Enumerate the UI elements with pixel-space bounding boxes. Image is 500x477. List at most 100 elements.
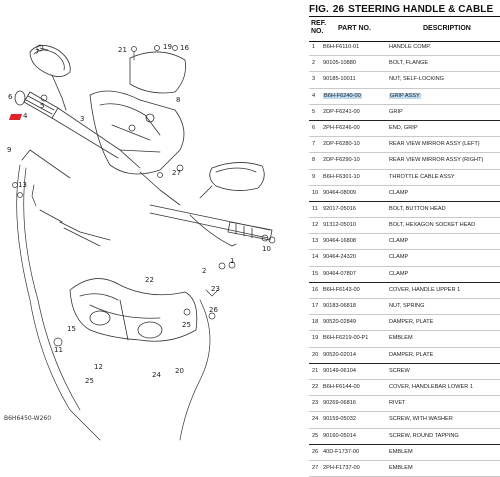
ref-no-cell: 1 [312, 44, 316, 50]
part-no-cell: 90464-08009 [323, 189, 356, 196]
figure-number: 26 [332, 4, 345, 15]
callout-20[interactable]: 20 [175, 367, 184, 375]
ref-no-cell: 11 [312, 205, 318, 212]
callout-27[interactable]: 27 [172, 169, 181, 177]
ref-no-cell: 9 [312, 173, 316, 180]
description-cell: REAR VIEW MIRROR ASSY (RIGHT) [389, 157, 484, 164]
description-cell: CLAMP [389, 189, 409, 196]
ref-no-cell: 6 [312, 124, 316, 131]
part-no-cell: 90149-06104 [323, 367, 356, 374]
callout-15[interactable]: 15 [67, 325, 76, 333]
part-no-cell: 2DP-F6290-10 [323, 157, 360, 164]
callout-16[interactable]: 16 [180, 44, 189, 52]
part-no-cell: 90464-16808 [323, 238, 356, 245]
callout-25[interactable]: 25 [182, 321, 191, 329]
ref-no-cell: 20 [312, 351, 319, 358]
description-cell: BOLT, FLANGE [389, 60, 429, 67]
table-row[interactable]: 6 2PH-F6246-00 END, GRIP [309, 121, 500, 138]
description-cell: END, GRIP [389, 124, 418, 131]
ref-no-cell: 14 [312, 254, 319, 261]
ref-no-cell: 27 [312, 464, 319, 471]
callout-23[interactable]: 23 [211, 285, 220, 293]
ref-no-cell: 8 [312, 157, 316, 164]
callout-2[interactable]: 2 [202, 267, 207, 275]
callout-3[interactable]: 3 [80, 115, 85, 123]
current-part-marker [8, 114, 23, 120]
callout-19[interactable]: 19 [163, 43, 172, 51]
diagram-code: B6H6450-W260 [4, 415, 52, 422]
callout-4[interactable]: 4 [23, 112, 28, 120]
callout-1[interactable]: 1 [230, 257, 235, 265]
callout-8[interactable]: 8 [176, 96, 181, 104]
callout-9[interactable]: 9 [7, 146, 12, 154]
part-no-cell: 2PH-F6246-00 [323, 124, 360, 131]
ref-no-cell: 5 [312, 108, 316, 115]
part-no-cell: 90464-07807 [323, 270, 356, 277]
ref-no-cell: 12 [312, 222, 319, 229]
diagram-drawing [12, 44, 276, 441]
callout-21[interactable]: 21 [118, 46, 127, 54]
part-no-cell: 90159-05032 [323, 416, 356, 423]
callout-12[interactable]: 12 [94, 363, 103, 371]
callout-22[interactable]: 22 [145, 276, 154, 284]
ref-no-cell: 17 [312, 303, 319, 309]
part-no-cell: B6H-F6240-00 [323, 92, 362, 99]
description-cell: CLAMP [389, 254, 409, 261]
description-cell: EMBLEM [389, 448, 413, 455]
ref-no-cell: 23 [312, 400, 319, 407]
ref-no-cell: 26 [312, 448, 319, 455]
ref-no-cell: 15 [312, 270, 319, 277]
table-row[interactable]: 8 2DP-F6290-10 REAR VIEW MIRROR ASSY (RIGH… [309, 153, 500, 170]
callout-24[interactable]: 24 [152, 371, 161, 379]
callout-6[interactable]: 6 [8, 93, 13, 101]
ref-no-cell: 3 [312, 76, 316, 83]
callout-25b[interactable]: 25 [85, 377, 94, 385]
part-no-cell: 90183-06818 [323, 303, 356, 309]
table-row[interactable]: 14 90464-24320 CLAMP [309, 250, 500, 267]
description-cell: RIVET [389, 400, 406, 407]
description-cell: SCREW, WITH WASHER [389, 416, 453, 423]
callout-7[interactable]: 7 [35, 48, 40, 56]
header-part-no: PART NO. [338, 25, 371, 32]
part-no-cell: B6H-F6301-10 [323, 173, 360, 180]
description-cell: BOLT, BUTTON HEAD [389, 205, 446, 212]
callout-5[interactable]: 5 [40, 102, 45, 110]
part-no-cell: 90520-02014 [323, 351, 356, 358]
ref-no-cell: 7 [312, 141, 316, 148]
callout-10[interactable]: 10 [262, 245, 271, 253]
table-row[interactable]: 26 40D-F1737-00 EMBLEM [309, 445, 500, 461]
callout-26[interactable]: 26 [209, 306, 218, 314]
lower-cover-drawing [69, 278, 198, 342]
description-cell: SCREW, ROUND TAPPING [389, 432, 459, 439]
callout-13[interactable]: 13 [18, 181, 27, 189]
part-no-cell: 40D-F1737-00 [323, 448, 360, 455]
ref-no-cell: 16 [312, 286, 319, 293]
part-no-cell: 90464-24320 [323, 254, 356, 261]
callout-11[interactable]: 11 [54, 346, 63, 354]
